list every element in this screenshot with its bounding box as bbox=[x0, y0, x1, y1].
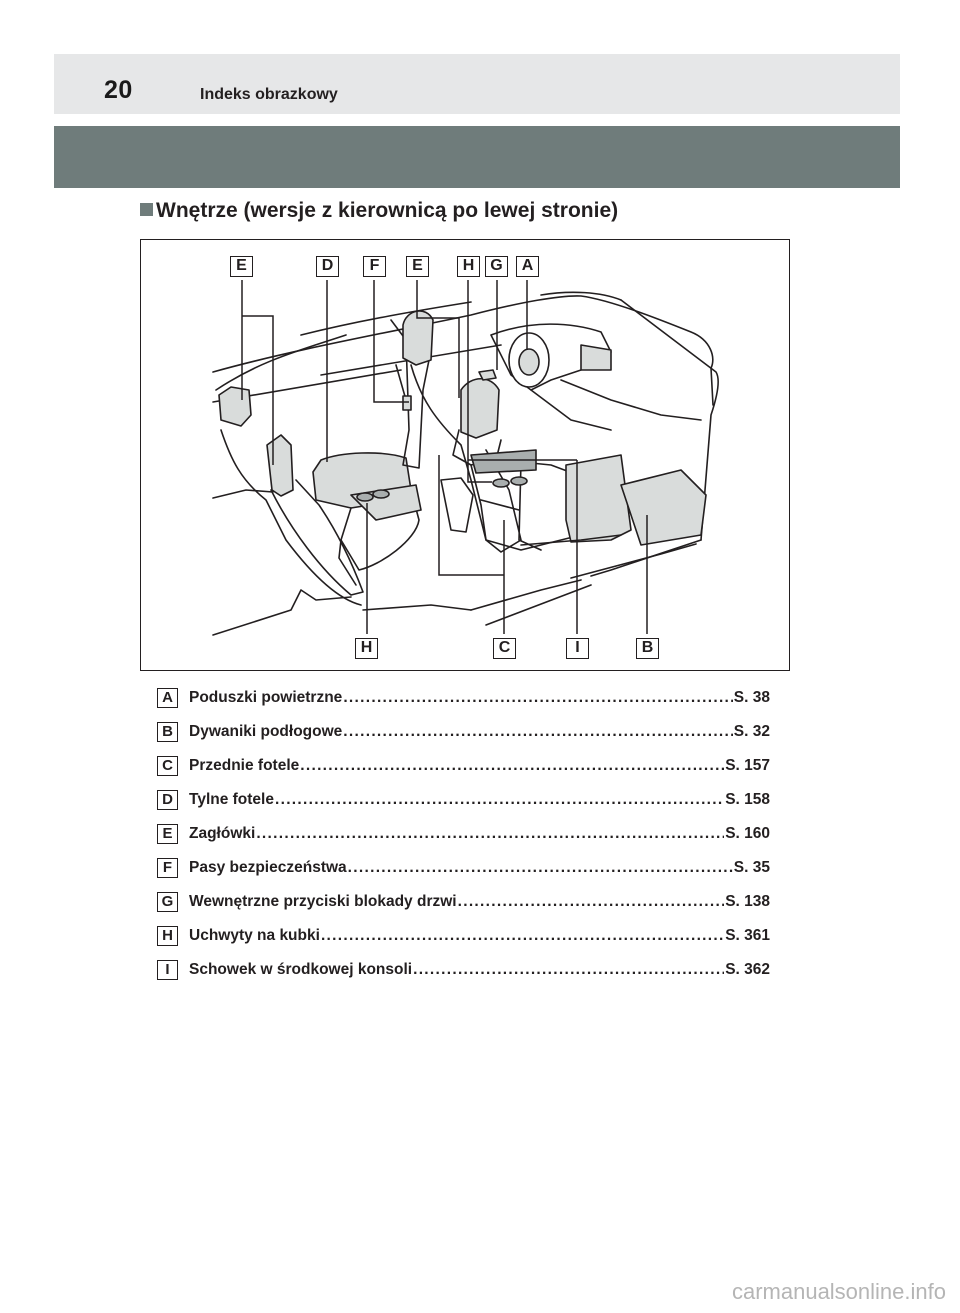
legend-item: E Zagłówki .............................… bbox=[157, 824, 770, 858]
car-interior-drawing bbox=[212, 280, 719, 636]
legend-item: B Dywaniki podłogowe ...................… bbox=[157, 722, 770, 756]
legend-item: I Schowek w środkowej konsoli ..........… bbox=[157, 960, 770, 994]
figure-label-g: G bbox=[485, 256, 508, 277]
legend-item: A Poduszki powietrzne ..................… bbox=[157, 688, 770, 722]
legend-page-ref: S. 32 bbox=[733, 723, 770, 740]
legend-text: Zagłówki bbox=[189, 825, 256, 842]
legend-text: Przednie fotele bbox=[189, 757, 300, 774]
figure-label-a: A bbox=[516, 256, 539, 277]
legend-text: Wewnętrzne przyciski blokady drzwi bbox=[189, 893, 457, 910]
legend-page-ref: S. 158 bbox=[725, 791, 770, 808]
legend-text: Poduszki powietrzne bbox=[189, 689, 343, 706]
legend-item: G Wewnętrzne przyciski blokady drzwi ...… bbox=[157, 892, 770, 926]
legend-item: H Uchwyty na kubki .....................… bbox=[157, 926, 770, 960]
header-bar bbox=[54, 54, 900, 114]
header-title: Indeks obrazkowy bbox=[200, 86, 338, 103]
leader-dots: ........................................… bbox=[413, 961, 724, 978]
legend-text: Tylne fotele bbox=[189, 791, 274, 808]
leader-dots: ........................................… bbox=[457, 893, 725, 910]
figure-label-e-right: E bbox=[406, 256, 429, 277]
legend-item: F Pasy bezpieczeństwa ..................… bbox=[157, 858, 770, 892]
header-band bbox=[54, 126, 900, 188]
figure-label-f: F bbox=[363, 256, 386, 277]
legend-key: F bbox=[157, 858, 178, 878]
figure-label-e-left: E bbox=[230, 256, 253, 277]
leader-dots: ........................................… bbox=[256, 825, 724, 842]
legend-key: C bbox=[157, 756, 178, 776]
legend-key: D bbox=[157, 790, 178, 810]
legend-key: A bbox=[157, 688, 178, 708]
legend-list: A Poduszki powietrzne ..................… bbox=[157, 688, 770, 994]
legend-page-ref: S. 138 bbox=[725, 893, 770, 910]
section-title-text: Wnętrze (wersje z kierownicą po lewej st… bbox=[156, 199, 619, 222]
legend-key: H bbox=[157, 926, 178, 946]
legend-key: G bbox=[157, 892, 178, 912]
leader-dots: ........................................… bbox=[343, 689, 732, 706]
figure-label-h-bottom: H bbox=[355, 638, 378, 659]
legend-item: D Tylne fotele .........................… bbox=[157, 790, 770, 824]
legend-key: B bbox=[157, 722, 178, 742]
legend-key: I bbox=[157, 960, 178, 980]
figure-label-i: I bbox=[566, 638, 589, 659]
leader-dots: ........................................… bbox=[343, 723, 733, 740]
square-bullet-icon bbox=[140, 203, 153, 216]
legend-page-ref: S. 35 bbox=[733, 859, 770, 876]
legend-page-ref: S. 160 bbox=[725, 825, 770, 842]
leader-dots: ........................................… bbox=[300, 757, 724, 774]
legend-text: Pasy bezpieczeństwa bbox=[189, 859, 347, 876]
legend-text: Dywaniki podłogowe bbox=[189, 723, 343, 740]
legend-item: C Przednie fotele ......................… bbox=[157, 756, 770, 790]
section-title: Wnętrze (wersje z kierownicą po lewej st… bbox=[140, 199, 618, 223]
legend-page-ref: S. 362 bbox=[725, 961, 770, 978]
page-number: 20 bbox=[104, 76, 133, 104]
watermark: carmanualsonline.info bbox=[731, 1279, 946, 1304]
legend-text: Uchwyty na kubki bbox=[189, 927, 320, 944]
figure-label-c: C bbox=[493, 638, 516, 659]
legend-text: Schowek w środkowej konsoli bbox=[189, 961, 413, 978]
figure-label-b: B bbox=[636, 638, 659, 659]
legend-page-ref: S. 157 bbox=[725, 757, 770, 774]
figure-label-d: D bbox=[316, 256, 339, 277]
interior-illustration: E D F E H G A H C I B bbox=[140, 239, 790, 671]
leader-dots: ........................................… bbox=[274, 791, 724, 808]
legend-page-ref: S. 361 bbox=[725, 927, 770, 944]
legend-key: E bbox=[157, 824, 178, 844]
leader-dots: ........................................… bbox=[320, 927, 725, 944]
leader-dots: ........................................… bbox=[347, 859, 733, 876]
figure-label-h-top: H bbox=[457, 256, 480, 277]
legend-page-ref: S. 38 bbox=[733, 689, 770, 706]
